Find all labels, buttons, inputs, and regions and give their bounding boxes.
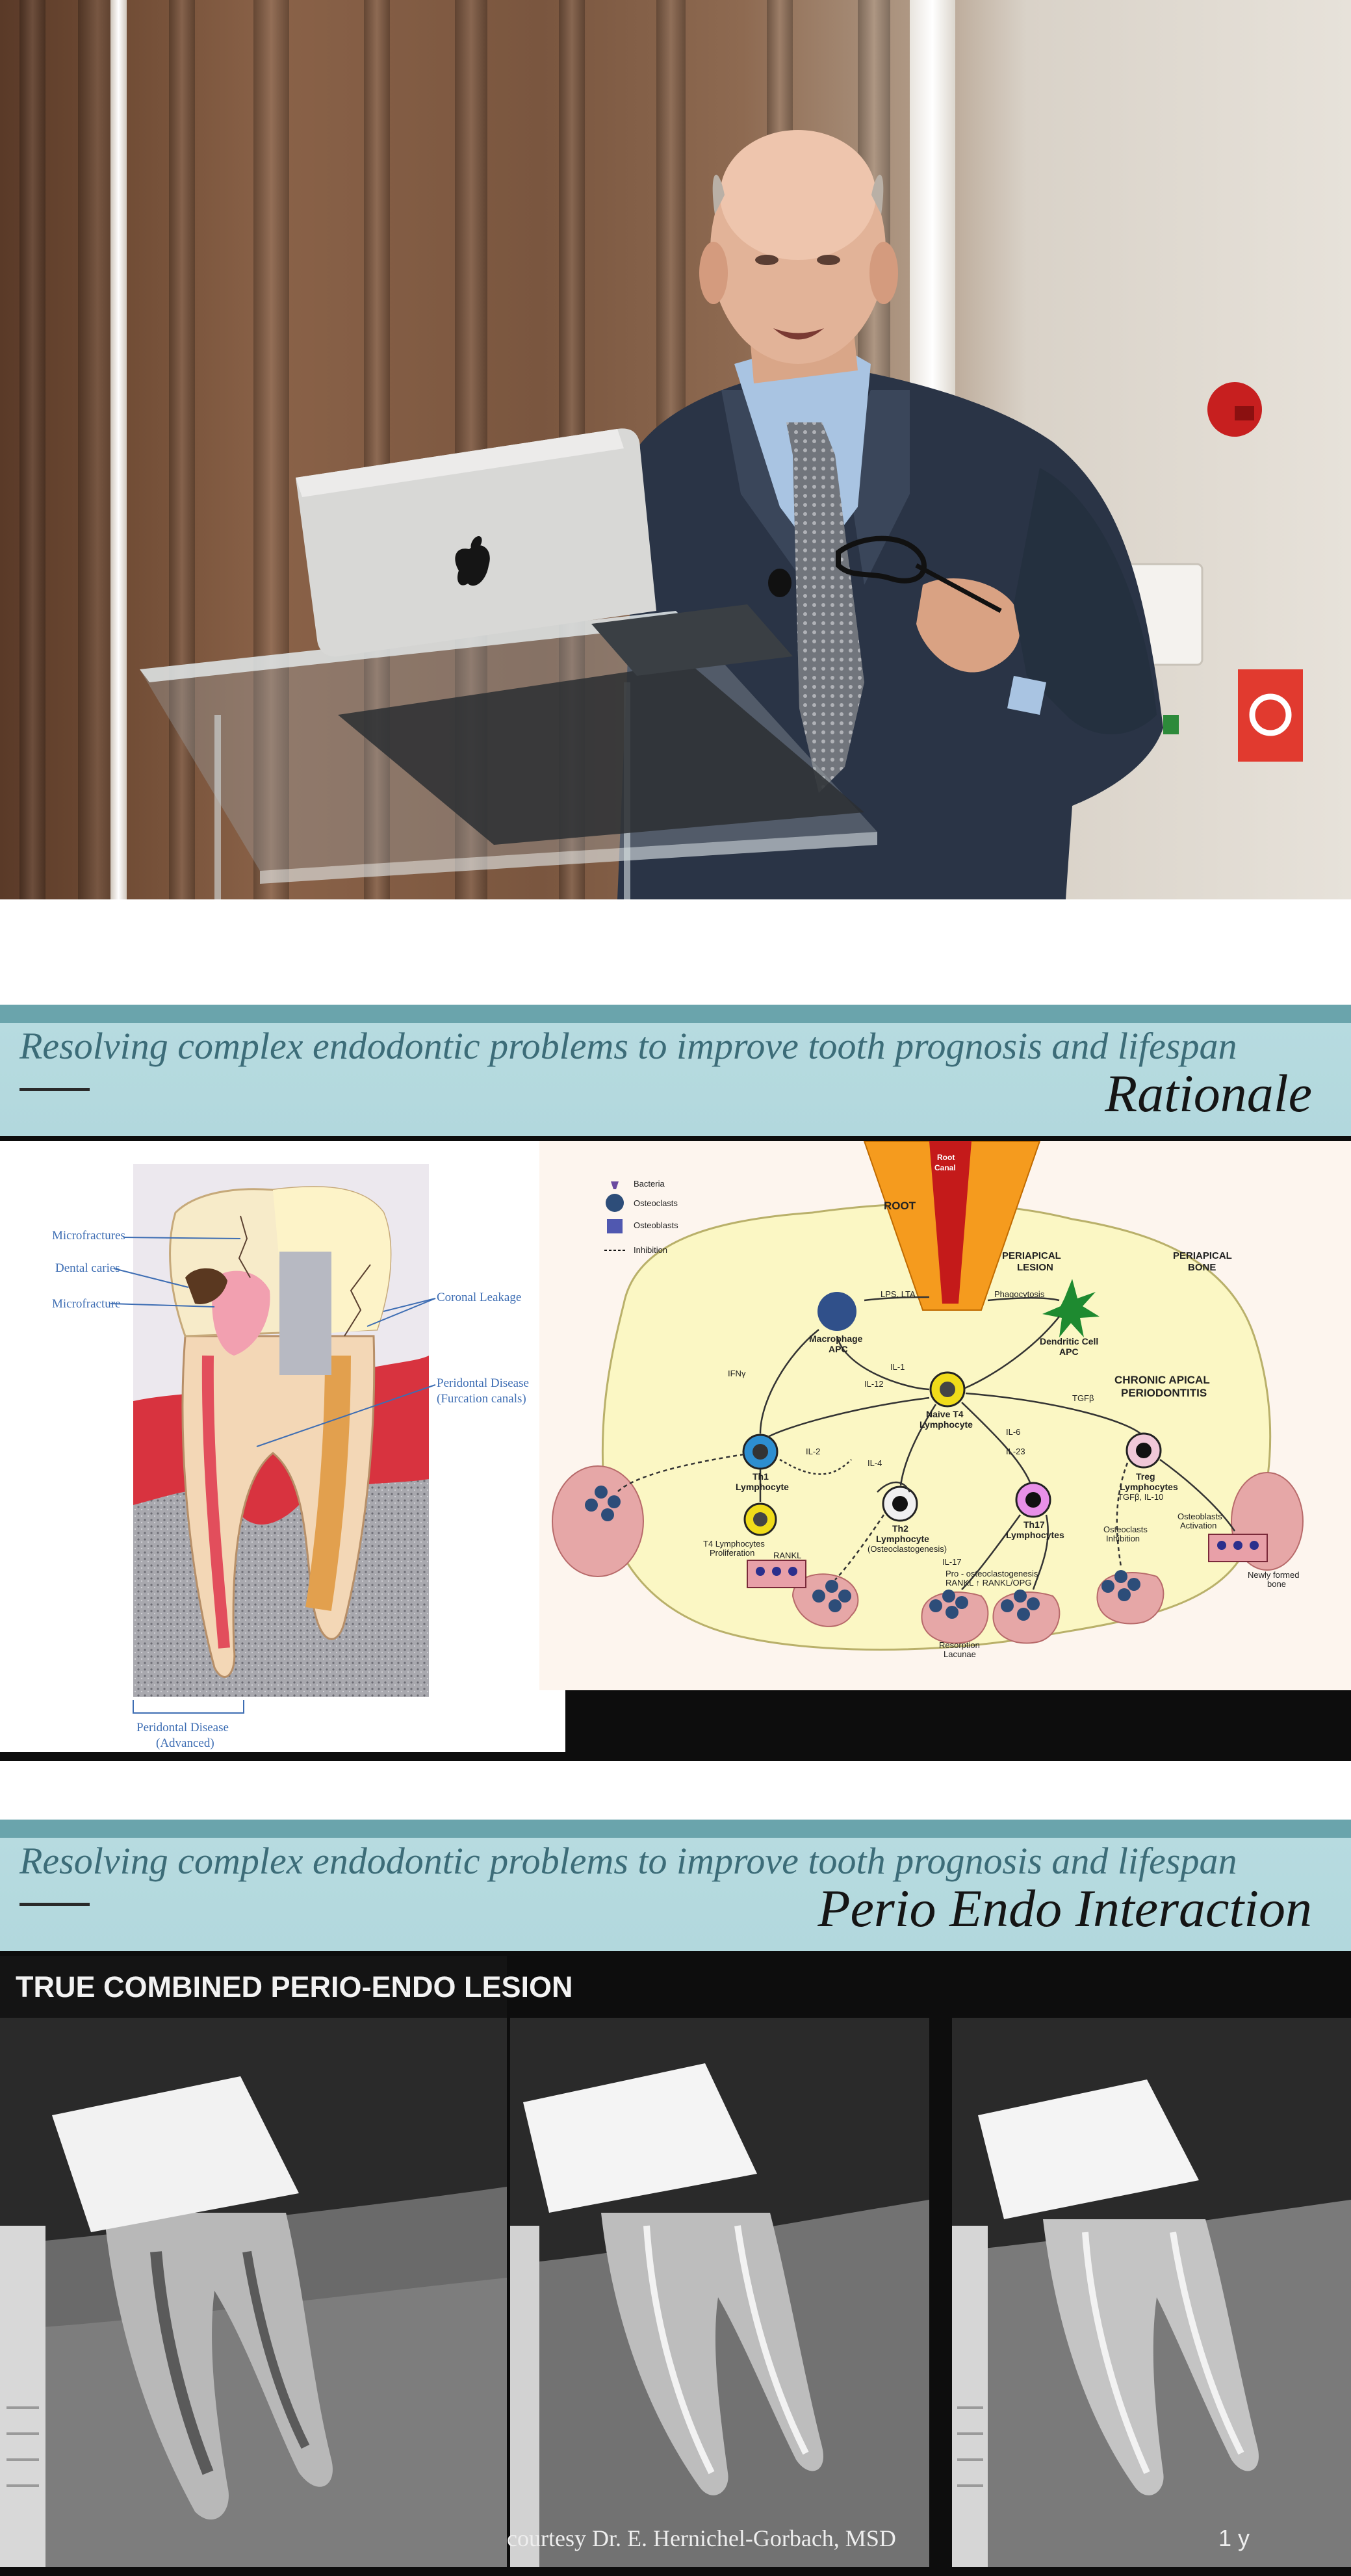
- label-resorption-1: Resorption: [939, 1640, 980, 1650]
- speaker-photo: [0, 0, 1351, 899]
- label-periodontal-furcation-sub: (Furcation canals): [437, 1392, 526, 1406]
- label-root-canal-1: Root: [937, 1153, 955, 1162]
- section-title: Perio Endo Interaction: [817, 1879, 1312, 1938]
- label-il10: TGFβ, IL-10: [1118, 1492, 1164, 1502]
- label-osteoblast-act-1: Osteoblasts: [1177, 1512, 1222, 1521]
- label-newly-2: bone: [1267, 1579, 1286, 1589]
- label-proliferation-2: Proliferation: [710, 1548, 755, 1558]
- label-dendritic-1: Dendritic Cell: [1040, 1336, 1099, 1346]
- label-th2-1: Th2: [892, 1523, 908, 1534]
- label-microfracture: Microfracture: [52, 1297, 121, 1311]
- label-chronic-1: CHRONIC APICAL: [1114, 1374, 1210, 1386]
- label-il2: IL-2: [806, 1447, 821, 1456]
- label-tgf: TGFβ: [1072, 1393, 1094, 1403]
- glasses-icon: [836, 535, 927, 584]
- label-th1-2: Lymphocyte: [736, 1482, 789, 1492]
- label-osteoblast-act-2: Activation: [1180, 1521, 1217, 1530]
- label-dendritic-2: APC: [1059, 1346, 1079, 1357]
- legend-inhibition: Inhibition: [634, 1245, 668, 1255]
- label-periapical-lesion-2: LESION: [1017, 1262, 1053, 1273]
- label-treg-2: Lymphocytes: [1120, 1482, 1178, 1492]
- label-pro-1: Pro - osteoclastogenesis: [946, 1569, 1038, 1578]
- label-il23: IL-23: [1006, 1447, 1025, 1456]
- xray-image-2: [510, 2018, 929, 2567]
- label-root-canal-2: Canal: [934, 1163, 956, 1172]
- followup-label: 1 y: [1218, 2525, 1250, 2551]
- label-th17-2: Lymphocytes: [1006, 1530, 1064, 1540]
- periapical-diagram: Bacteria Osteoclasts Osteoblasts Inhibit…: [539, 1141, 1351, 1690]
- slide-banner: Resolving complex endodontic problems to…: [0, 1820, 1351, 1951]
- fire-sign-icon: [1238, 669, 1303, 762]
- label-lps: LPS, LTA: [881, 1289, 916, 1299]
- microphone-icon: [768, 569, 791, 597]
- label-osteoclast-inhib-1: Osteoclasts: [1103, 1525, 1148, 1534]
- label-periapical-lesion-1: PERIAPICAL: [1002, 1250, 1061, 1261]
- label-chronic-2: PERIODONTITIS: [1121, 1387, 1207, 1399]
- label-macrophage-2: APC: [829, 1344, 848, 1354]
- label-th2-3: (Osteoclastogenesis): [868, 1544, 947, 1554]
- legend-osteoblasts: Osteoblasts: [634, 1220, 678, 1230]
- label-th1-1: Th1: [753, 1471, 769, 1482]
- label-root: ROOT: [884, 1200, 916, 1212]
- banner-title: Resolving complex endodontic problems to…: [19, 1025, 1237, 1067]
- label-coronal-leakage: Coronal Leakage: [437, 1291, 522, 1304]
- label-macrophage-1: Macrophage: [809, 1333, 863, 1344]
- label-rankl: RANKL: [773, 1551, 802, 1560]
- image-credit: courtesy Dr. E. Hernichel-Gorbach, MSD: [507, 2525, 896, 2551]
- label-microfractures: Microfractures: [52, 1229, 125, 1243]
- label-treg-1: Treg: [1136, 1471, 1155, 1482]
- label-periodontal-advanced: Peridontal Disease: [136, 1721, 229, 1734]
- label-pro-2: RANKL ↑ RANKL/OPG: [946, 1578, 1032, 1588]
- label-newly-1: Newly formed: [1248, 1570, 1300, 1580]
- label-osteoclast-inhib-2: Inhibition: [1106, 1534, 1140, 1543]
- slide-heading: TRUE COMBINED PERIO-ENDO LESION: [16, 1970, 573, 2003]
- label-resorption-2: Lacunae: [944, 1649, 976, 1659]
- label-il12: IL-12: [864, 1379, 884, 1389]
- label-th17-1: Th17: [1023, 1519, 1045, 1530]
- label-periodontal-advanced-sub: (Advanced): [156, 1736, 214, 1750]
- label-periapical-bone-2: BONE: [1188, 1262, 1216, 1273]
- banner-rule: [19, 1088, 90, 1091]
- label-phagocytosis: Phagocytosis: [994, 1289, 1045, 1299]
- label-il1: IL-1: [890, 1362, 905, 1372]
- label-ifn: IFNγ: [728, 1369, 746, 1378]
- label-naive-2: Lymphocyte: [920, 1419, 973, 1430]
- label-il17: IL-17: [942, 1557, 962, 1567]
- slide-perio-endo: Resolving complex endodontic problems to…: [0, 1820, 1351, 2576]
- legend-osteoclasts: Osteoclasts: [634, 1198, 678, 1208]
- label-proliferation-1: T4 Lymphocytes: [703, 1539, 765, 1549]
- label-periodontal-furcation: Peridontal Disease: [437, 1376, 529, 1390]
- tooth-illustration: Microfractures Dental caries Microfractu…: [0, 1141, 565, 1752]
- banner-rule: [19, 1903, 90, 1906]
- legend-icons: [604, 1181, 627, 1251]
- label-naive-1: Naive T4: [926, 1409, 964, 1419]
- slide-banner: Resolving complex endodontic problems to…: [0, 1005, 1351, 1136]
- legend-bacteria: Bacteria: [634, 1179, 665, 1189]
- label-il6: IL-6: [1006, 1427, 1021, 1437]
- label-il4: IL-4: [868, 1458, 882, 1468]
- xray-image-1: [0, 2018, 507, 2567]
- xray-image-3: [952, 2018, 1351, 2567]
- label-periapical-bone-1: PERIAPICAL: [1173, 1250, 1232, 1261]
- apple-logo-icon: [455, 545, 490, 586]
- section-title: Rationale: [1105, 1064, 1312, 1123]
- label-dental-caries: Dental caries: [55, 1261, 120, 1275]
- banner-title: Resolving complex endodontic problems to…: [19, 1840, 1237, 1882]
- slide-rationale: Resolving complex endodontic problems to…: [0, 1005, 1351, 1761]
- label-th2-2: Lymphocyte: [876, 1534, 929, 1544]
